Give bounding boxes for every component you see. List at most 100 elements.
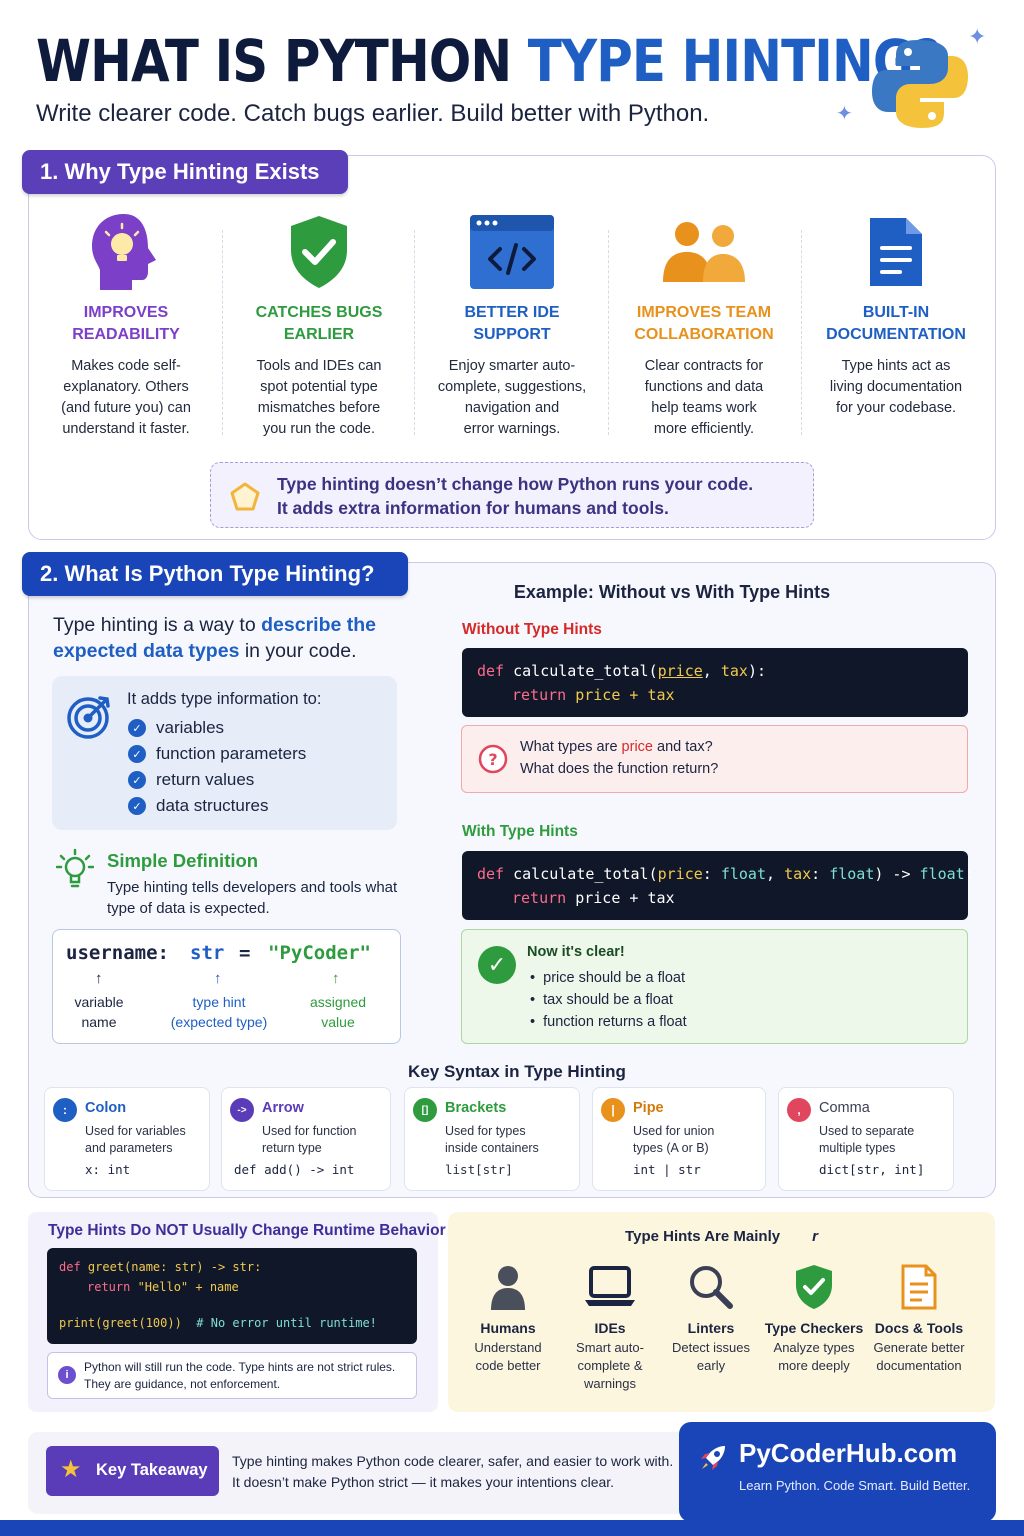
why-heading: IMPROVES TEAM COLLABORATION xyxy=(634,304,774,343)
code-without-hints: def calculate_total(price, tax): return … xyxy=(462,648,968,717)
check-icon: ✓ xyxy=(128,745,146,763)
question-line: What types are price and tax? xyxy=(520,739,713,755)
mainly-description: Generate better documentation xyxy=(873,1340,965,1373)
why-heading: IMPROVES READABILITY xyxy=(72,304,180,343)
callout-line: It adds extra information for humans and… xyxy=(277,498,669,518)
why-heading: BUILT-IN DOCUMENTATION xyxy=(826,304,966,343)
mainly-description: Understand code better xyxy=(474,1340,542,1373)
runtime-note: i Python will still run the code. Type h… xyxy=(47,1352,417,1399)
arrow-up-icon: ↑ xyxy=(214,970,222,987)
runtime-callout: Type hinting doesn’t change how Python r… xyxy=(210,462,814,528)
target-icon xyxy=(67,696,110,739)
brand-card[interactable]: PyCoderHub.com Learn Python. Code Smart.… xyxy=(679,1422,996,1522)
why-description: Makes code self- explanatory. Others (an… xyxy=(61,358,191,437)
brand-tagline: Learn Python. Code Smart. Build Better. xyxy=(739,1478,971,1493)
document-icon xyxy=(800,210,992,294)
mainly-name: Humans xyxy=(480,1320,536,1336)
type-info-box: It adds type information to: ✓variables … xyxy=(52,676,397,830)
code-window-icon xyxy=(416,210,608,294)
check-icon: ✓ xyxy=(128,771,146,789)
syntax-example: def add() -> int xyxy=(234,1162,355,1177)
anatomy-value: "PyCoder" xyxy=(268,942,371,964)
column-divider xyxy=(222,230,223,435)
why-description: Clear contracts for functions and data h… xyxy=(644,358,764,437)
column-divider xyxy=(608,230,609,435)
runtime-code: def greet(name: str) -> str: return "Hel… xyxy=(47,1248,417,1344)
list-item: • function returns a float xyxy=(530,1014,687,1030)
why-heading: CATCHES BUGS EARLIER xyxy=(255,304,383,343)
page-subtitle: Write clearer code. Catch bugs earlier. … xyxy=(36,100,710,127)
mainly-name: Docs & Tools xyxy=(874,1320,964,1336)
syntax-description: Used to separate multiple types xyxy=(819,1124,915,1155)
lightbulb-icon xyxy=(56,848,94,888)
brand-name: PyCoderHub.com xyxy=(739,1438,958,1468)
pentagon-icon xyxy=(230,482,260,511)
clear-box: ✓ Now it's clear! • price should be a fl… xyxy=(461,929,968,1044)
syntax-description: Used for function return type xyxy=(262,1124,357,1155)
syntax-example: int | str xyxy=(633,1162,701,1177)
why-heading: BETTER IDE SUPPORT xyxy=(464,304,560,343)
mainly-item-type-checkers: Type Checkers Analyze types more deeply xyxy=(759,1262,869,1375)
mainly-item-linters: Linters Detect issues early xyxy=(656,1262,766,1375)
magnifier-icon xyxy=(656,1262,766,1312)
laptop-icon xyxy=(555,1262,665,1312)
type-hint-anatomy: username: str = "PyCoder" ↑ ↑ ↑ variable… xyxy=(52,929,401,1044)
key-takeaway-label: Key Takeaway xyxy=(96,1461,208,1479)
question-icon: ? xyxy=(478,744,508,774)
why-column-bugs: CATCHES BUGS EARLIER Tools and IDEs can … xyxy=(223,210,415,440)
bottom-bar xyxy=(0,1520,1024,1536)
syntax-card-pipe: | Pipe Used for union types (A or B) int… xyxy=(592,1087,766,1191)
brackets-icon: [] xyxy=(413,1098,437,1122)
shield-check-icon xyxy=(759,1262,869,1312)
key-takeaway-text: Type hinting makes Python code clearer, … xyxy=(232,1453,674,1490)
simple-definition-title: Simple Definition xyxy=(107,850,259,871)
check-icon: ✓ xyxy=(128,719,146,737)
syntax-name: Colon xyxy=(85,1100,127,1116)
comma-icon: , xyxy=(787,1098,811,1122)
list-item: • price should be a float xyxy=(530,970,686,986)
why-column-readability: IMPROVES READABILITY Makes code self- ex… xyxy=(30,210,222,440)
mainly-item-ides: IDEs Smart auto- complete & warnings xyxy=(555,1262,665,1393)
mainly-name: Linters xyxy=(687,1320,735,1336)
arrow-up-icon: ↑ xyxy=(95,970,103,987)
type-info-title: It adds type information to: xyxy=(127,690,322,708)
why-column-collaboration: IMPROVES TEAM COLLABORATION Clear contra… xyxy=(608,210,800,440)
callout-line: Type hinting doesn’t change how Python r… xyxy=(277,474,754,494)
mainly-description: Smart auto- complete & warnings xyxy=(576,1340,644,1391)
why-column-ide: BETTER IDE SUPPORT Enjoy smarter auto- c… xyxy=(416,210,608,440)
svg-text:?: ? xyxy=(488,750,497,769)
python-logo-icon xyxy=(872,40,968,128)
list-item: ✓function parameters xyxy=(128,744,306,764)
arrow-up-icon: ↑ xyxy=(332,970,340,987)
sparkle-icon: ✦ xyxy=(968,24,987,49)
page-title: WHAT IS PYTHON TYPE HINTING? xyxy=(36,26,942,96)
question-line: What does the function return? xyxy=(520,761,719,777)
mainly-for-card xyxy=(448,1212,995,1412)
page-title-main: WHAT IS PYTHON xyxy=(36,27,528,95)
syntax-card-arrow: -> Arrow Used for function return type d… xyxy=(221,1087,391,1191)
anatomy-label-variable: variable name xyxy=(74,994,124,1030)
runtime-note-text: Python will still run the code. Type hin… xyxy=(84,1360,396,1391)
section-why-tab: 1. Why Type Hinting Exists xyxy=(22,150,348,194)
mainly-item-humans: Humans Understand code better xyxy=(453,1262,563,1375)
why-description: Enjoy smarter auto- complete, suggestion… xyxy=(437,358,587,437)
arrow-icon: -> xyxy=(230,1098,254,1122)
key-takeaway-badge: ★ Key Takeaway xyxy=(46,1446,219,1496)
list-item: ✓data structures xyxy=(128,796,268,816)
syntax-example: x: int xyxy=(85,1162,131,1177)
star-icon: ★ xyxy=(60,1456,82,1483)
rocket-icon xyxy=(701,1446,725,1470)
people-icon xyxy=(608,210,800,294)
syntax-card-colon: : Colon Used for variables and parameter… xyxy=(44,1087,210,1191)
example-title: Example: Without vs With Type Hints xyxy=(513,582,831,602)
shield-check-icon xyxy=(223,210,415,294)
pipe-icon: | xyxy=(601,1098,625,1122)
head-lightbulb-icon xyxy=(30,210,222,294)
person-icon xyxy=(453,1262,563,1312)
anatomy-variable: username: xyxy=(66,942,169,964)
mainly-name: IDEs xyxy=(594,1320,626,1336)
syntax-description: Used for variables and parameters xyxy=(85,1124,186,1155)
simple-definition-text: Type hinting tells developers and tools … xyxy=(107,879,398,917)
why-column-documentation: BUILT-IN DOCUMENTATION Type hints act as… xyxy=(800,210,992,419)
